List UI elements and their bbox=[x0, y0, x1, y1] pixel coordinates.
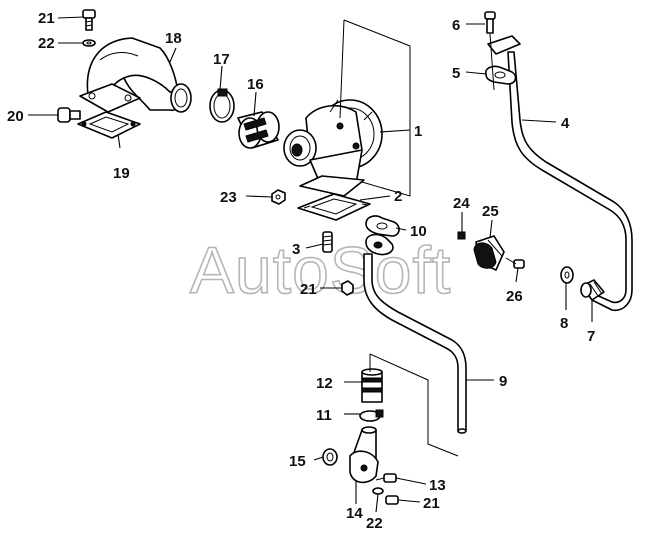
label-part-22: 22 bbox=[38, 35, 55, 52]
label-part-18: 18 bbox=[165, 30, 182, 47]
drain-pipe-flange bbox=[365, 233, 394, 256]
label-part-11: 11 bbox=[316, 407, 332, 424]
label-part-21-mid: 21 bbox=[300, 281, 317, 298]
label-part-23: 23 bbox=[220, 189, 237, 206]
small-hose-clamp[interactable] bbox=[359, 409, 384, 422]
assembly-line-2 bbox=[339, 19, 345, 119]
plug-bolt[interactable] bbox=[57, 107, 81, 123]
rubber-sleeve[interactable] bbox=[361, 368, 383, 403]
nut-mid[interactable] bbox=[341, 280, 354, 296]
stud[interactable] bbox=[322, 231, 333, 253]
label-part-4: 4 bbox=[561, 115, 570, 132]
bolt-26[interactable] bbox=[505, 257, 525, 269]
bracket-clamp[interactable] bbox=[473, 235, 505, 271]
washer-bottom[interactable] bbox=[372, 487, 384, 495]
leader-lines bbox=[28, 16, 593, 513]
drain-tube[interactable] bbox=[349, 426, 379, 484]
label-part-26: 26 bbox=[506, 288, 523, 305]
nut-24[interactable] bbox=[457, 231, 466, 240]
label-part-24: 24 bbox=[453, 195, 470, 212]
label-part-6: 6 bbox=[452, 17, 460, 34]
label-part-20: 20 bbox=[7, 108, 24, 125]
drain-flange-gasket[interactable] bbox=[365, 215, 400, 237]
elbow-gasket[interactable] bbox=[77, 111, 141, 139]
union-fitting[interactable] bbox=[580, 279, 605, 301]
o-ring[interactable] bbox=[322, 448, 338, 466]
label-part-13: 13 bbox=[429, 477, 446, 494]
assembly-line-5 bbox=[489, 33, 495, 91]
rubber-hose[interactable] bbox=[237, 111, 280, 149]
oil-drain-pipe[interactable] bbox=[363, 253, 467, 434]
banjo-bolt[interactable] bbox=[484, 11, 496, 34]
label-part-10: 10 bbox=[410, 223, 427, 240]
turbo-gasket[interactable] bbox=[297, 193, 371, 221]
label-part-3: 3 bbox=[292, 241, 300, 258]
bolt-top-left[interactable] bbox=[82, 9, 96, 31]
label-part-21-bottom: 21 bbox=[423, 495, 440, 512]
turbocharger[interactable] bbox=[283, 99, 383, 197]
label-part-12: 12 bbox=[316, 375, 333, 392]
label-part-9: 9 bbox=[499, 373, 507, 390]
label-part-15: 15 bbox=[289, 453, 306, 470]
label-part-1: 1 bbox=[414, 123, 422, 140]
elbow-flange bbox=[79, 83, 141, 113]
label-part-21: 21 bbox=[38, 10, 55, 27]
label-part-16: 16 bbox=[247, 76, 264, 93]
assembly-line-1 bbox=[343, 19, 411, 197]
label-part-2: 2 bbox=[394, 188, 402, 205]
label-part-14: 14 bbox=[346, 505, 363, 522]
label-part-7: 7 bbox=[587, 328, 595, 345]
label-part-22-bottom: 22 bbox=[366, 515, 383, 532]
assembly-line-3 bbox=[369, 353, 459, 457]
washer-top-left[interactable] bbox=[82, 39, 96, 47]
bolt-bottom[interactable] bbox=[385, 495, 399, 505]
label-part-8: 8 bbox=[560, 315, 568, 332]
label-part-25: 25 bbox=[482, 203, 499, 220]
hose-clamp[interactable] bbox=[209, 88, 235, 123]
label-part-19: 19 bbox=[113, 165, 130, 182]
label-part-5: 5 bbox=[452, 65, 460, 82]
nut-23[interactable] bbox=[271, 189, 286, 205]
bolt-13[interactable] bbox=[375, 473, 397, 483]
label-part-17: 17 bbox=[213, 51, 230, 68]
sealing-washer[interactable] bbox=[560, 266, 574, 284]
